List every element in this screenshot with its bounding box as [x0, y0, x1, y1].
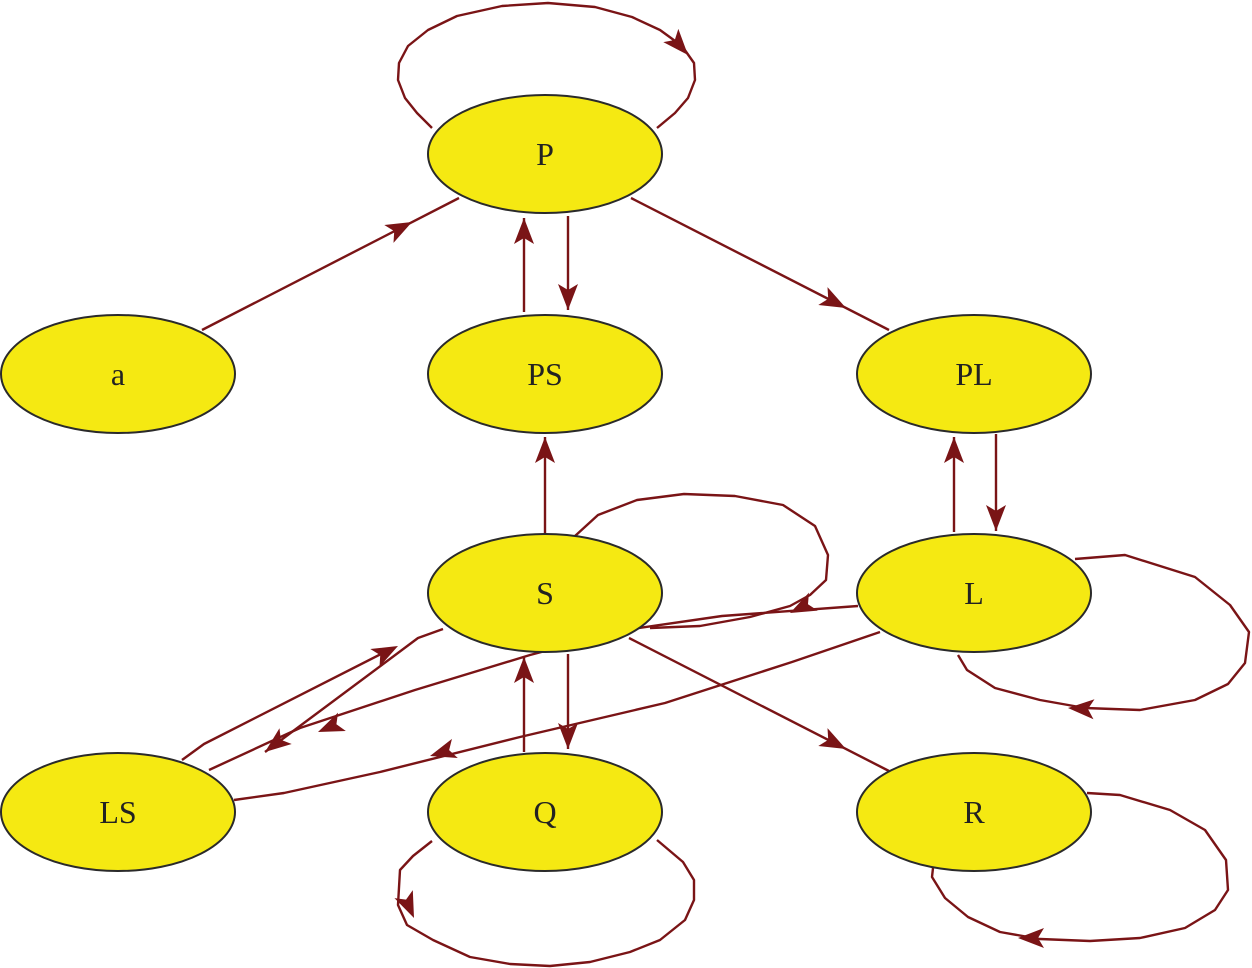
edge-s-to-ls	[264, 627, 444, 753]
edge-line	[930, 791, 1230, 943]
edge-arrowhead	[986, 505, 1006, 531]
node-ls-label: LS	[99, 794, 136, 830]
node-r-shape	[856, 752, 1092, 872]
node-p-label: P	[536, 136, 554, 172]
edge-line	[233, 630, 881, 802]
edge-arrowhead	[318, 712, 346, 732]
node-l[interactable]: L	[856, 533, 1092, 653]
edge-line	[264, 627, 444, 753]
edge-ls-to-s	[233, 630, 881, 802]
node-p[interactable]: P	[427, 94, 663, 214]
edge-pl-to-l	[986, 434, 1006, 531]
node-l-shape	[856, 533, 1092, 653]
edge-ls-to-s	[181, 646, 398, 761]
edge-arrowhead	[384, 222, 412, 243]
node-l-label: L	[964, 575, 984, 611]
node-pl-label: PL	[955, 356, 992, 392]
node-q-label: Q	[533, 794, 556, 830]
edge-arrowhead	[558, 284, 578, 310]
edge-line	[396, 839, 696, 968]
node-r[interactable]: R	[856, 752, 1092, 872]
edge-ps-to-p	[514, 218, 534, 312]
node-layer: P a PS PL S L LS Q	[0, 94, 1092, 872]
edge-s-to-s	[574, 492, 830, 630]
edge-arrowhead	[394, 890, 414, 918]
edge-line	[181, 651, 384, 761]
node-ps-shape	[427, 314, 663, 434]
edge-s-to-r	[628, 636, 890, 773]
node-ls[interactable]: LS	[0, 752, 236, 872]
node-pl-shape	[856, 314, 1092, 434]
node-ls-shape	[0, 752, 236, 872]
edge-q-to-s	[514, 657, 534, 752]
edge-arrowhead	[663, 28, 688, 55]
edge-q-to-q	[394, 839, 696, 968]
edge-arrowhead	[818, 728, 846, 749]
node-s-label: S	[536, 575, 554, 611]
edge-s-to-q	[558, 654, 578, 749]
edge-s-to-ps	[535, 437, 555, 533]
edge-arrowhead	[558, 723, 578, 749]
edge-l-to-ls	[208, 604, 859, 772]
edge-arrowhead	[265, 728, 292, 752]
edge-line	[396, 1, 697, 129]
edge-p-to-pl	[630, 196, 890, 332]
edge-p-to-ps	[558, 216, 578, 310]
edge-l-to-pl	[944, 437, 964, 532]
edge-arrowhead	[430, 738, 458, 758]
edge-arrowhead	[818, 287, 846, 308]
edge-layer	[181, 1, 1251, 968]
node-a-label: a	[111, 356, 125, 392]
edge-line	[956, 553, 1251, 712]
node-pl[interactable]: PL	[856, 314, 1092, 434]
node-r-label: R	[963, 794, 985, 830]
node-ps[interactable]: PS	[427, 314, 663, 434]
node-p-shape	[427, 94, 663, 214]
node-s[interactable]: S	[427, 533, 663, 653]
edge-a-to-p	[201, 196, 460, 332]
edge-p-to-p	[396, 1, 697, 129]
node-a[interactable]: a	[0, 314, 236, 434]
node-ps-label: PS	[527, 356, 563, 392]
edge-arrowhead	[1068, 699, 1095, 720]
edge-arrowhead	[944, 437, 964, 463]
edge-line	[630, 196, 890, 332]
edge-r-to-r	[930, 791, 1230, 948]
edge-arrowhead	[1018, 928, 1044, 948]
node-q-shape	[427, 752, 663, 872]
edge-arrowhead	[370, 646, 398, 667]
edge-line	[574, 492, 830, 630]
node-a-shape	[0, 314, 236, 434]
node-s-shape	[427, 533, 663, 653]
edge-line	[201, 196, 460, 332]
node-q[interactable]: Q	[427, 752, 663, 872]
edge-line	[628, 636, 890, 773]
edge-arrowhead	[535, 437, 555, 463]
edge-arrowhead	[790, 592, 818, 613]
edge-line	[208, 604, 859, 772]
edge-arrowhead	[514, 218, 534, 244]
edge-arrowhead	[514, 657, 534, 683]
edge-l-to-l	[956, 553, 1251, 720]
